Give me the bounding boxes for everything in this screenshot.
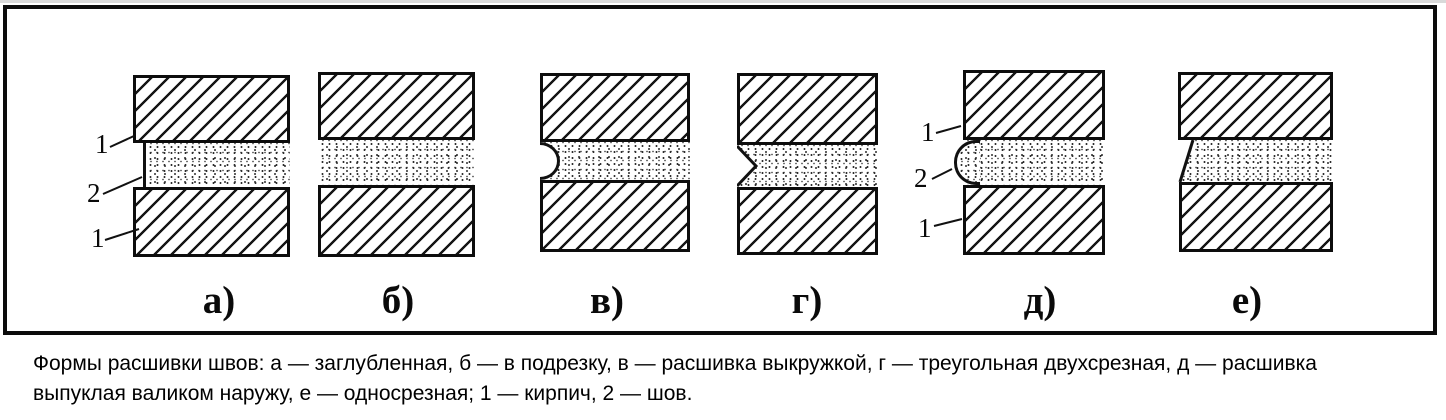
brick-bottom: [540, 180, 690, 252]
mortar-joint-recessed: [143, 143, 290, 187]
panel-label-b: б): [381, 279, 415, 322]
mortar-joint-single-cut: [1179, 140, 1333, 182]
brick-top: [318, 72, 475, 140]
panel-label-d: д): [1023, 279, 1057, 322]
brick-bottom: [1179, 182, 1333, 252]
brick-bottom: [963, 185, 1105, 255]
top-edge-strip: [0, 0, 1446, 3]
mortar-joint-flush: [318, 140, 475, 185]
convex-bead-shape: [954, 140, 980, 185]
callout-joint: 2: [914, 163, 928, 193]
panel-label-e: е): [1231, 279, 1263, 322]
callout-brick-top: 1: [95, 129, 109, 159]
callout-joint: 2: [87, 178, 101, 208]
brick-top: [1178, 72, 1333, 140]
mortar-joint-convex: [963, 140, 1105, 185]
brick-bottom: [737, 187, 878, 255]
panel-label-v: в): [589, 279, 625, 322]
figure-caption: Формы расшивки швов: а — заглубленная, б…: [33, 349, 1433, 409]
mortar-joint-triangular: [737, 145, 878, 187]
callout-brick-bottom: 1: [918, 213, 932, 243]
panel-label-g: г): [791, 279, 823, 322]
mortar-joint-concave: [540, 142, 690, 180]
caption-line-1: Формы расшивки швов: а — заглубленная, б…: [33, 352, 1317, 375]
callout-brick-bottom: 1: [91, 223, 105, 253]
panel-label-a: а): [202, 279, 236, 322]
brick-top: [737, 73, 878, 145]
brick-bottom: [318, 185, 475, 257]
brick-top: [963, 70, 1105, 140]
callout-brick-top: 1: [921, 117, 935, 147]
brick-bottom: [133, 187, 290, 257]
brick-top: [133, 75, 290, 143]
caption-line-2: выпуклая валиком наружу, е — односрезная…: [33, 382, 693, 405]
brick-top: [540, 73, 690, 142]
